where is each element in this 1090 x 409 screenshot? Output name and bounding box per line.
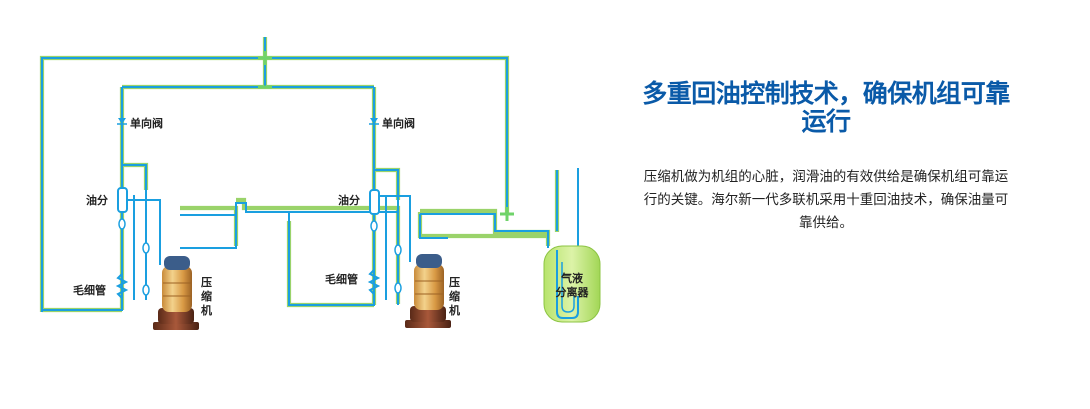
check-valve-label-right: 单向阀: [382, 116, 415, 130]
oil-separator-label-right: 油分: [338, 193, 360, 207]
pipe-junctions: [258, 51, 514, 221]
pipe-outline-layer: [39, 37, 560, 313]
compressor-right: [405, 254, 451, 328]
gas-liquid-separator: [543, 245, 601, 323]
middle-stepped-pipe: [180, 214, 237, 249]
capillary-label-left: 毛细管: [73, 283, 106, 297]
compressor-label-left: 压缩机: [201, 275, 212, 317]
outer-pipe: [41, 57, 508, 312]
capillary-label-right: 毛细管: [325, 272, 358, 286]
text-panel: 多重回油控制技术，确保机组可靠运行 压缩机做为机组的心脏，润滑油的有效供给是确保…: [636, 80, 1016, 235]
check-valve-label-left: 单向阀: [130, 116, 163, 130]
pipe-fittings: [118, 218, 402, 296]
check-valve-right: [369, 118, 379, 125]
left-unit-pipe: [42, 87, 123, 311]
oil-separator-left: [117, 187, 128, 213]
oil-separator-right: [369, 189, 380, 215]
suction-pipe: [420, 213, 549, 248]
capillary-tube-right: [367, 269, 381, 295]
pipe-layer: [41, 37, 579, 312]
oil-separator-label-left: 油分: [86, 193, 108, 207]
right-oil-branch: [374, 169, 399, 305]
check-valve-left: [117, 118, 127, 125]
oil-return-system-diagram: 单向阀 单向阀 油分 油分 毛细管 毛细管 压缩机 压缩机 气液分离器: [39, 37, 601, 330]
compressor-left: [153, 256, 199, 330]
capillary-tube-left: [115, 273, 129, 299]
middle-cross-pipe: [235, 202, 398, 215]
compressor-label-right: 压缩机: [449, 275, 460, 317]
headline: 多重回油控制技术，确保机组可靠运行: [642, 79, 1010, 136]
suction-pipe-2: [419, 214, 448, 239]
gas-liquid-separator-label: 气液分离器: [556, 271, 590, 299]
body-text: 压缩机做为机组的心脏，润滑油的有效供给是确保机组可靠运行的关键。海尔新一代多联机…: [643, 169, 1009, 231]
